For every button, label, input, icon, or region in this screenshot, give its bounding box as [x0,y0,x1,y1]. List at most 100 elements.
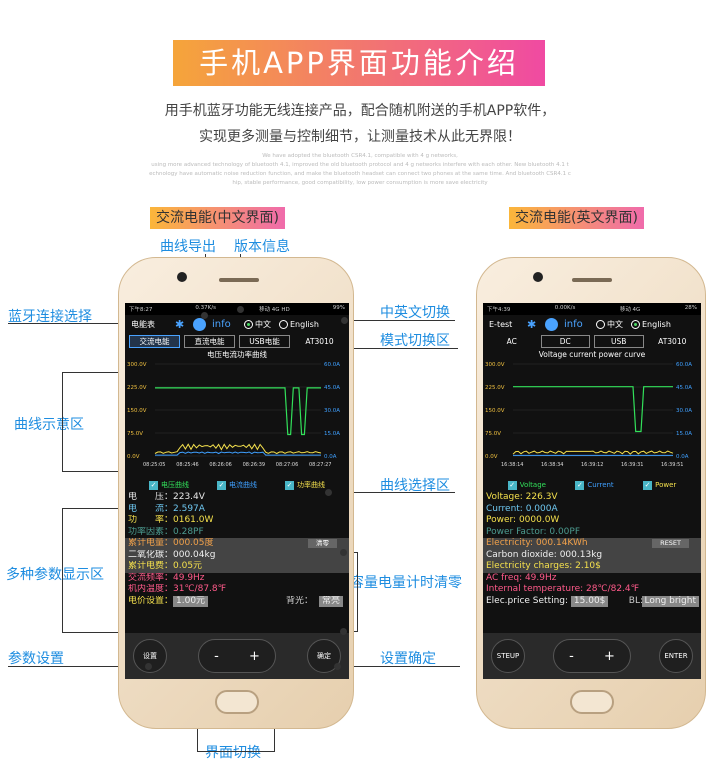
chart-title: Voltage current power curve [538,350,646,359]
settings-button[interactable]: STEUP [491,639,525,673]
param-row: 功率因素：0.28PF [125,527,349,539]
legend-voltage[interactable]: ✓电压曲线 [149,480,189,490]
export-curve-icon[interactable] [193,317,206,331]
minus-button[interactable]: - [214,648,219,664]
legend-voltage[interactable]: ✓Voltage [507,480,546,490]
param-value: 功 率：0161.0W [128,515,214,525]
param-row: 电 压：223.4V [125,492,349,504]
checkbox-power-icon[interactable]: ✓ [285,481,294,490]
param-row: Electricity charges: 2.10$ [483,561,701,573]
param-row: Current: 0.000A [483,504,701,516]
legend-power[interactable]: ✓功率曲线 [285,480,325,490]
marker-dot [340,628,347,635]
status-speed: 0.37K/s [195,305,216,311]
label-curve-export: 曲线导出 [160,239,216,255]
clear-button[interactable]: 清零 [308,539,337,548]
mode-tabs: 交流电能 直流电能 USB电能 AT3010 [125,333,349,349]
marker-dot [340,549,347,556]
intro-line-2: 实现更多测量与控制细节，让测量技术从此无界限！ [199,129,521,145]
speaker-grill [572,278,612,282]
price-input[interactable]: 15.00$ [570,595,609,607]
param-value: Carbon dioxide: 000.13kg [486,549,603,560]
label-bt-select: 蓝牙连接选择 [8,309,92,325]
status-network: 移动 4G [619,307,641,313]
checkbox-power-icon[interactable]: ✓ [643,480,653,490]
plus-button[interactable]: + [603,648,615,664]
clear-button[interactable]: RESET [652,539,689,548]
legend-power[interactable]: ✓Power [643,480,676,490]
lang-radio-cn[interactable] [244,319,253,329]
param-row: 累计电费：0.05元 [125,561,349,573]
backlight-select[interactable]: 常亮 [318,595,343,607]
param-value: 累计电量：000.05度 [128,538,214,548]
lang-radio-en[interactable] [631,319,640,329]
param-value: 累计电费：0.05元 [128,561,203,571]
param-row: Carbon dioxide: 000.13kg [483,549,701,561]
lang-radio-en[interactable] [279,319,288,329]
confirm-button[interactable]: ENTER [659,639,693,673]
y-right-tick: 15.0A [324,431,340,437]
lang-radio-cn[interactable] [596,319,605,329]
legend-current-label: 电流曲线 [229,481,257,489]
export-curve-icon[interactable] [545,317,558,331]
bluetooth-icon[interactable]: ✱ [175,317,185,331]
param-value: Voltage: 226.3V [486,492,558,502]
param-value: Power Factor: 0.00PF [486,526,580,537]
current-curve [155,451,321,456]
status-time: 下午4:39 [487,307,511,313]
home-button[interactable] [570,690,614,714]
lang-label-cn: 中文 [607,319,623,329]
info-button[interactable]: info [564,318,583,330]
y-right-tick: 0.0A [324,454,337,460]
param-value: 电 流：2.597A [128,503,205,514]
phone-chinese: 下午8:27 0.37K/s 移动 4G HD 99% 电能表 ✱ info 中… [118,257,354,729]
legend-current[interactable]: ✓电流曲线 [217,480,257,490]
backlight-select[interactable]: Long bright [641,595,699,607]
checkbox-current-icon[interactable]: ✓ [575,480,585,490]
phone-english: 下午4:39 0.00K/s 移动 4G 28% E-test ✱ info 中… [476,257,706,729]
plus-button[interactable]: + [248,648,260,664]
x-tick: 16:39:12 [581,462,603,468]
lang-label-en: English [642,319,671,329]
tab-at3010[interactable]: AT3010 [658,337,687,346]
tab-ac[interactable]: 交流电能 [129,335,180,348]
tab-ac[interactable]: AC [506,337,517,346]
chart-title: 电压电流功率曲线 [207,350,267,359]
param-row: Power: 0000.0W [483,515,701,527]
marker-dot [325,489,332,496]
leader-line [340,320,455,321]
legend-current[interactable]: ✓Current [575,480,614,490]
param-row: 机内温度：31℃/87.8℉ [125,584,349,596]
checkbox-voltage-icon[interactable]: ✓ [149,481,158,490]
home-button[interactable] [215,690,259,714]
y-left-tick: 225.0V [127,385,147,391]
label-param-set: 参数设置 [8,651,64,667]
bluetooth-icon[interactable]: ✱ [527,317,537,331]
power-curve [154,443,322,455]
lang-label-cn: 中文 [255,319,271,329]
info-button[interactable]: info [212,318,231,330]
checkbox-current-icon[interactable]: ✓ [217,481,226,490]
x-tick: 08:26:39 [243,462,265,468]
param-value: 功率因素：0.28PF [128,526,204,537]
marker-dot [341,317,348,324]
tab-at3010[interactable]: AT3010 [305,337,334,346]
minus-button[interactable]: - [569,648,574,664]
device-name: E-test [489,319,513,329]
tab-usb[interactable]: USB电能 [239,335,290,348]
bottom-controls: STEUP - + ENTER [483,633,701,679]
checkbox-voltage-icon[interactable]: ✓ [507,480,517,490]
param-row: Power Factor: 0.00PF [483,527,701,539]
power-curve [512,450,674,455]
y-left-tick: 300.0V [485,362,505,368]
price-input[interactable]: 1.00元 [173,595,209,607]
param-value: Internal temperature: 28℃/82.4℉ [486,584,640,594]
param-row: 累计电量：000.05度 清零 [125,538,349,550]
tab-usb[interactable]: USB [594,335,644,348]
tab-dc[interactable]: 直流电能 [184,335,235,348]
tab-dc[interactable]: DC [540,335,590,348]
intro-en-2: using more advanced technology of blueto… [151,162,569,168]
